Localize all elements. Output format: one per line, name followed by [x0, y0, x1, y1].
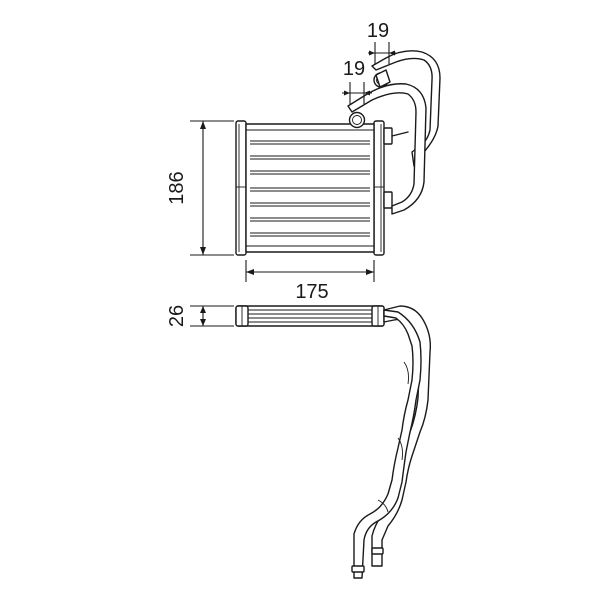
left-tank — [235, 120, 247, 256]
pipe-flanges — [383, 127, 393, 209]
dim-label-core-height: 186 — [166, 171, 188, 204]
dim-core-width: 175 — [245, 260, 375, 303]
dim-core-depth: 26 — [166, 305, 234, 327]
core-fins — [250, 140, 370, 237]
side-pipe-inner-end — [351, 565, 365, 573]
dim-label-pipe-offset-lower: 19 — [343, 58, 365, 80]
dim-label-core-depth: 26 — [166, 305, 188, 327]
front-view: 19 19 186 175 — [166, 20, 441, 303]
lower-pipe-outlet — [348, 111, 366, 129]
side-core — [235, 305, 385, 327]
core — [245, 123, 375, 253]
dim-label-pipe-offset-top: 19 — [367, 20, 389, 42]
side-view: 26 — [166, 305, 432, 579]
dim-pipe-offset-top: 19 — [367, 20, 396, 64]
dim-pipe-offset-lower: 19 — [342, 58, 372, 104]
dim-core-height: 186 — [166, 120, 234, 256]
side-pipe-outer-end — [371, 547, 384, 555]
dim-label-core-width: 175 — [295, 281, 328, 303]
lower-pipe — [347, 83, 427, 215]
side-pipe-inner — [351, 309, 422, 579]
right-tank — [373, 120, 385, 256]
